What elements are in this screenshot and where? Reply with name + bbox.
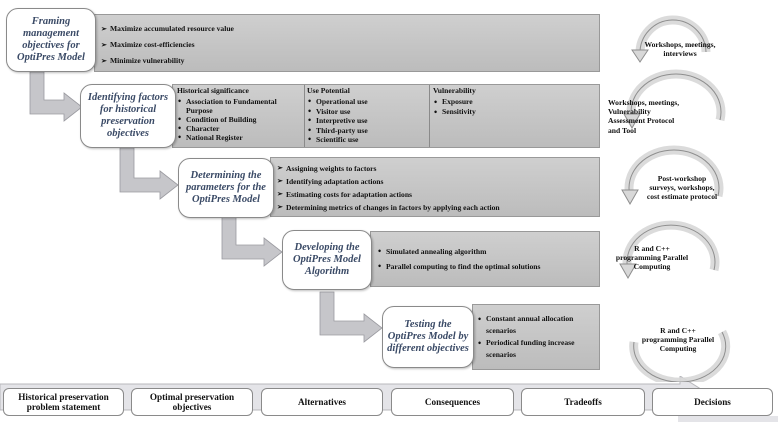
factor-column-historical: Historical significance Association to F…	[177, 86, 305, 142]
connector-arrow-1	[29, 71, 83, 122]
step-framing-objectives: Framing management objectives for OptiPr…	[6, 8, 96, 72]
cycle-text-3: Post-workshop surveys, workshops, cost e…	[646, 174, 718, 202]
step-testing-model: Testing the OptiPres Model by different …	[382, 306, 474, 368]
panel-testing: Constant annual allocation scenarios Per…	[472, 304, 600, 370]
column-heading: Vulnerability	[433, 86, 476, 95]
factor-item: Sensitivity	[433, 107, 553, 117]
factor-column-vulnerability: Vulnerability Exposure Sensitivity	[433, 86, 553, 117]
process-step-alternatives: Alternatives	[261, 388, 383, 416]
factor-item: Scientific use	[307, 135, 429, 145]
cycle-text-2: Workshops, meetings, Vulnerability Asses…	[608, 98, 680, 135]
step-label: Testing the OptiPres Model by different …	[387, 319, 469, 354]
connector-arrow-4	[319, 291, 383, 343]
step-identifying-factors: Identifying factors for historical prese…	[80, 84, 176, 148]
cycle-text-4: R and C++ programming Parallel Computing	[615, 244, 689, 272]
column-divider	[304, 85, 305, 147]
factor-item: Character	[177, 124, 305, 133]
process-step-objectives: Optimal preservation objectives	[131, 388, 253, 416]
factor-item: Third-party use	[307, 126, 429, 136]
cycle-arrows	[619, 15, 731, 382]
column-heading: Historical significance	[177, 86, 249, 95]
parameter-item: Assigning weights to factors	[277, 162, 593, 175]
factor-item: Interpretive use	[307, 116, 429, 126]
process-step-decisions: Decisions	[652, 388, 773, 416]
factor-item: Operational use	[307, 97, 429, 107]
cycle-text-5: R and C++ programming Parallel Computing	[641, 326, 715, 354]
objective-item: Minimize vulnerability	[101, 53, 593, 69]
step-developing-algorithm: Developing the OptiPres Model Algorithm	[282, 230, 372, 290]
connector-arrow-3	[221, 216, 283, 267]
testing-item: Constant annual allocation scenarios	[477, 313, 595, 337]
step-label: Determining the parameters for the OptiP…	[186, 170, 266, 205]
factor-item: Visitor use	[307, 107, 429, 117]
objective-item: Maximize accumulated resource value	[101, 21, 593, 37]
column-heading: Use Potential	[307, 86, 350, 95]
factor-item: Association to Fundamental Purpose	[177, 97, 305, 115]
step-determining-parameters: Determining the parameters for the OptiP…	[178, 158, 274, 218]
parameter-item: Determining metrics of changes in factor…	[277, 201, 593, 214]
step-label: Developing the OptiPres Model Algorithm	[293, 242, 361, 277]
factor-column-use: Use Potential Operational use Visitor us…	[307, 86, 429, 145]
process-step-problem-statement: Historical preservation problem statemen…	[3, 388, 124, 416]
panel-parameters: Assigning weights to factors Identifying…	[270, 157, 600, 217]
step-label: Identifying factors for historical prese…	[87, 92, 169, 139]
cycle-text-1: Workshops, meetings, interviews	[644, 40, 716, 59]
step-label: Framing management objectives for OptiPr…	[17, 16, 85, 63]
algorithm-item: Parallel computing to find the optimal s…	[377, 259, 593, 274]
panel-factors: Historical significance Association to F…	[172, 84, 600, 148]
objective-item: Maximize cost-efficiencies	[101, 37, 593, 53]
parameter-item: Identifying adaptation actions	[277, 175, 593, 188]
process-step-tradeoffs: Tradeoffs	[521, 388, 645, 416]
decision-process-row: Historical preservation problem statemen…	[0, 376, 778, 422]
algorithm-item: Simulated annealing algorithm	[377, 244, 593, 259]
connector-arrow-2	[119, 147, 179, 200]
factor-item: National Register	[177, 133, 305, 142]
process-step-consequences: Consequences	[391, 388, 514, 416]
parameter-item: Estimating costs for adaptation actions	[277, 188, 593, 201]
panel-algorithm: Simulated annealing algorithm Parallel c…	[370, 231, 600, 287]
factor-item: Exposure	[433, 97, 553, 107]
factor-item: Condition of Building	[177, 115, 305, 124]
testing-item: Periodical funding increase scenarios	[477, 337, 595, 361]
column-divider	[429, 85, 430, 147]
